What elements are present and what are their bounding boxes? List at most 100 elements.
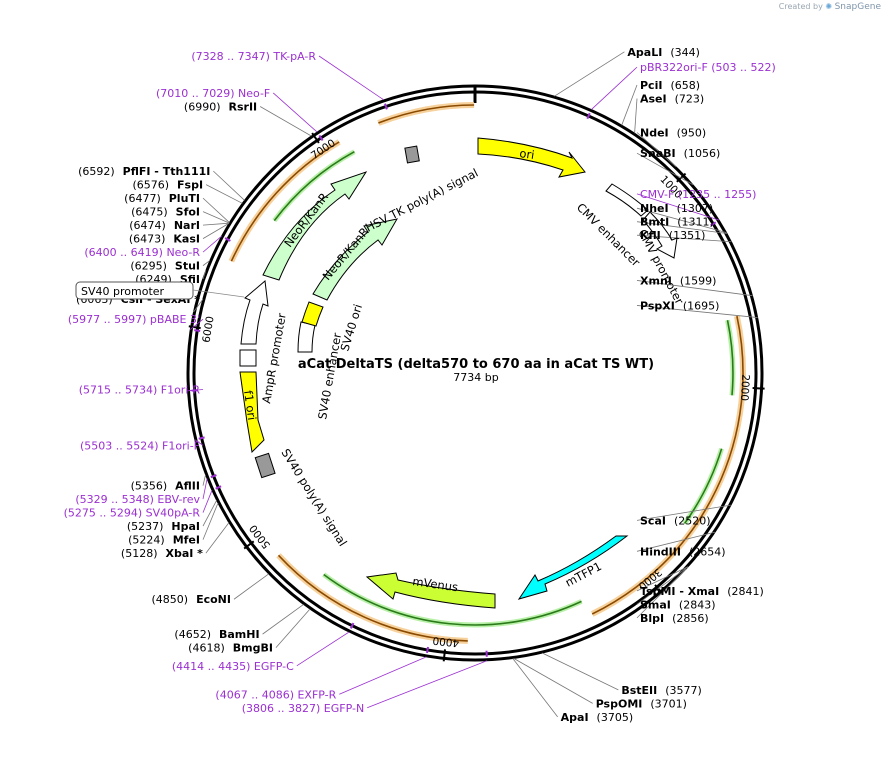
feature-sv40-polya[interactable]: [254, 452, 276, 479]
feature-f1-ori-label: f1 ori: [241, 389, 259, 421]
orf-bottom: [277, 554, 468, 642]
site-leader-line: [202, 260, 211, 266]
feature-ampr-promoter-label: AmpR promoter: [259, 312, 289, 405]
feature-neokanr-inner[interactable]: [312, 218, 398, 301]
orf-left: [230, 141, 340, 262]
feature-sv40-enhancer[interactable]: [297, 321, 316, 353]
restriction-site-label: (4618)BmgBI: [188, 642, 273, 655]
tick-mark: [752, 387, 765, 390]
site-name: EcoNI: [196, 593, 231, 606]
restriction-site-label: PspXI(1695): [640, 299, 719, 312]
restriction-site-label: (5237)HpaI: [127, 520, 200, 533]
restriction-site-label: KflI(1351): [640, 229, 705, 242]
site-leader-line: [202, 474, 206, 486]
site-leader-line: [193, 298, 204, 313]
primer-leader-line: [194, 439, 204, 446]
tick-label: 6000: [200, 315, 216, 343]
restriction-site-label: (6475)SfoI: [131, 206, 200, 219]
site-position: (6295): [130, 260, 167, 273]
site-leader-line: [202, 223, 230, 239]
site-name: XbaI *: [165, 547, 203, 560]
primer-leader-line: [318, 55, 384, 101]
tick-mark: [188, 325, 201, 330]
restriction-site-label: BmtI (1311): [640, 216, 714, 229]
primer-label: pBR322ori-F (503 .. 522): [640, 61, 776, 74]
tick-label: 5000: [247, 522, 273, 551]
primer-mark: [210, 474, 217, 479]
primer-leader-line: [296, 631, 350, 667]
primer-mark: [198, 436, 205, 440]
feature-mtfp1[interactable]: [517, 535, 629, 600]
site-leader-line: [621, 84, 638, 126]
site-name: BlpI: [640, 612, 664, 625]
site-name: KflI: [640, 229, 661, 242]
primer-label: (7328 .. 7347) TK-pA-R: [191, 50, 316, 63]
restriction-site-label: (6990) RsrII: [184, 100, 257, 113]
site-position: (1056): [684, 147, 721, 160]
site-position: (4652): [174, 628, 211, 641]
site-position: (6990): [184, 100, 221, 113]
site-position: (1311): [677, 216, 714, 229]
site-name: KasI: [173, 233, 200, 246]
site-position: (1307): [677, 202, 714, 215]
restriction-site-label: (6576)FspI: [132, 179, 203, 192]
site-name: MfeI: [173, 534, 200, 547]
site-leader-line: [636, 305, 758, 318]
restriction-site-label: BlpI (2856): [640, 612, 709, 625]
tick-mark: [243, 540, 255, 550]
site-name: ApaI: [561, 711, 589, 724]
feature-mvenus-label: mVenus: [412, 574, 459, 594]
feature-ori[interactable]: [477, 137, 586, 178]
site-leader-line: [636, 566, 689, 592]
primer-leader-line: [367, 660, 488, 709]
site-name: RsrII: [229, 100, 258, 113]
restriction-site-label: (5128)XbaI *: [121, 547, 203, 560]
primer-mark: [318, 134, 324, 142]
site-leader-line: [205, 522, 230, 554]
site-name: AflII: [175, 480, 200, 493]
site-position: (5224): [128, 534, 165, 547]
site-name: NarI: [174, 219, 200, 232]
primer-leader-line: [339, 656, 427, 695]
feature-ampr-promoter[interactable]: [239, 349, 257, 367]
restriction-site-label: ApaI(3705): [561, 711, 633, 724]
site-name: PluTI: [169, 192, 200, 205]
tick-mark: [311, 132, 320, 144]
feature-sv40-ori[interactable]: [301, 301, 324, 327]
site-position: (2841): [727, 585, 764, 598]
feature-cmv-enhancer-label: CMV enhancer: [574, 200, 643, 269]
primer-leader-line: [202, 478, 208, 500]
restriction-site-label: (4652)BamHI: [174, 628, 259, 641]
feature-neokanr-outer[interactable]: [262, 171, 368, 281]
site-position: (2843): [679, 598, 716, 611]
site-leader-line: [636, 221, 728, 234]
restriction-site-label: TspMI - XmaI(2841): [640, 585, 764, 598]
restriction-site-label: (5356)AflII: [131, 480, 200, 493]
feature-hsv-tk-polya-label: HSV TK poly(A) signal: [363, 166, 480, 235]
site-leader-line: [512, 658, 558, 718]
restriction-site-label: (4850)EcoNI: [152, 593, 231, 606]
site-leader-line: [275, 608, 311, 648]
site-leader-line: [636, 566, 689, 605]
tick-label: 7000: [309, 137, 338, 162]
site-name: BstEII: [621, 684, 657, 697]
site-leader-line: [202, 270, 207, 280]
primer-label: (4067 .. 4086) EXFP-R: [215, 688, 336, 701]
site-name: BmtI: [640, 216, 669, 229]
feature-ampr-promoter-arrow[interactable]: [240, 280, 269, 345]
orf-bottom-inner: [323, 573, 582, 626]
site-leader-line: [262, 604, 304, 635]
feature-mvenus[interactable]: [365, 572, 496, 609]
restriction-site-label: XmnI(1599): [640, 274, 716, 287]
primer-mark: [224, 237, 231, 242]
tick-label: 4000: [432, 634, 460, 649]
site-position: (2856): [672, 612, 709, 625]
site-leader-line: [636, 531, 716, 552]
feature-sv40-polya-label: SV40 poly(A) signal: [278, 446, 349, 549]
feature-f1-ori[interactable]: [239, 371, 265, 454]
feature-hsv-tk-polya[interactable]: [404, 145, 420, 164]
site-position: (6473): [129, 233, 166, 246]
site-name: SmaI: [640, 598, 671, 611]
primer-leader-line: [202, 490, 213, 513]
sv40-promoter-label: SV40 promoter: [81, 285, 165, 298]
